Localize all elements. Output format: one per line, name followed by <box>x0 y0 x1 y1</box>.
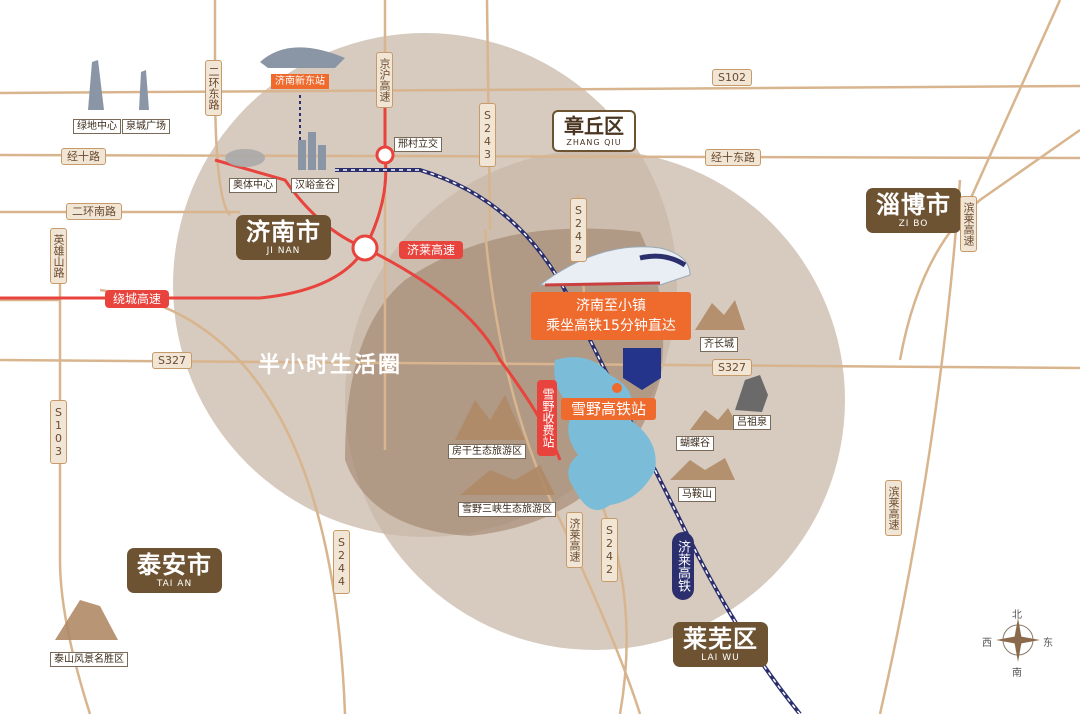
poi-taishan: 泰山风景名胜区 <box>50 652 128 667</box>
town-logo <box>623 348 661 390</box>
poi-hudiegu: 蝴蝶谷 <box>676 436 714 451</box>
expressway-tag-jilai: 济莱高速 <box>399 241 464 259</box>
city-label-zibo: 淄博市 ZI BO <box>866 188 961 233</box>
road-tag-s242-top: S242 <box>570 198 587 262</box>
poi-qichangcheng: 齐长城 <box>700 337 738 352</box>
road-tag-s102: S102 <box>712 69 752 86</box>
road-tag-yinggui: 英雄山路 <box>50 228 67 284</box>
expressway-tag-xueye-toll: 雪野收费站 <box>537 380 557 456</box>
district-name-cn: 章丘区 <box>564 114 624 138</box>
callout-line1: 济南至小镇 <box>576 298 646 314</box>
district-label-laiwu: 莱芜区 LAI WU <box>673 622 768 667</box>
xueye-lake <box>554 357 656 510</box>
poi-quancheng: 泉城广场 <box>122 119 170 134</box>
train-icon <box>538 246 691 287</box>
poi-lvzuquan: 吕祖泉 <box>733 415 771 430</box>
poi-fangan: 房干生态旅游区 <box>448 444 526 459</box>
city-name-en: ZI BO <box>898 219 929 229</box>
road-tag-binlai-right: 滨莱高速 <box>960 196 977 252</box>
compass-east: 东 <box>1043 638 1053 649</box>
poi-hanyu: 汉峪金谷 <box>291 178 339 193</box>
city-name-cn: 济南市 <box>246 218 321 246</box>
poi-xingcun: 邢村立交 <box>394 137 442 152</box>
xueye-station-marker <box>612 383 622 393</box>
district-label-zhangqiu: 章丘区 ZHANG QIU <box>552 110 636 152</box>
expressway-tag-raocheng: 绕城高速 <box>105 290 170 308</box>
life-circle-label: 半小时生活圈 <box>258 353 403 378</box>
rock-icon <box>735 375 768 412</box>
district-name-en: LAI WU <box>701 653 740 663</box>
road-tag-jilai-bottom: 济莱高速 <box>566 512 583 568</box>
poi-olympic: 奥体中心 <box>229 178 277 193</box>
city-name-cn: 泰安市 <box>137 551 212 579</box>
compass-west: 西 <box>982 638 992 649</box>
interchange-main <box>351 234 379 262</box>
road-tag-s103: S103 <box>50 400 67 464</box>
east-station-icon <box>260 47 345 68</box>
district-name-cn: 莱芜区 <box>683 625 758 653</box>
poi-xueye-gorge: 雪野三峡生态旅游区 <box>458 502 556 517</box>
road-tag-s244: S244 <box>333 530 350 594</box>
city-name-cn: 淄博市 <box>876 191 951 219</box>
district-name-en: ZHANG QIU <box>566 138 622 147</box>
mountain-icons <box>55 300 745 640</box>
hsr-callout: 济南至小镇 乘坐高铁15分钟直达 <box>531 292 691 340</box>
stadium-icon <box>225 149 265 167</box>
interchange-xingcun <box>375 145 395 165</box>
poi-jinan-east-station: 济南新东站 <box>271 74 329 89</box>
city-label-jinan: 济南市 JI NAN <box>236 215 331 260</box>
road-tag-jingshi-east: 经十东路 <box>705 149 761 166</box>
city-name-en: TAI AN <box>156 579 193 589</box>
compass-south: 南 <box>1012 668 1022 679</box>
compass-rose <box>996 618 1040 662</box>
poi-greenland: 绿地中心 <box>73 119 121 134</box>
callout-line2: 乘坐高铁15分钟直达 <box>546 318 676 334</box>
road-tag-s327-left: S327 <box>152 352 192 369</box>
xueye-station-label: 雪野高铁站 <box>561 398 657 420</box>
skyscraper-icons <box>88 60 326 170</box>
city-label-taian: 泰安市 TAI AN <box>127 548 222 593</box>
road-tag-s243: S243 <box>479 103 496 167</box>
road-tag-jingshi: 经十路 <box>61 148 106 165</box>
road-tag-binlai-bottom: 滨莱高速 <box>885 480 902 536</box>
road-tag-s327-right: S327 <box>712 359 752 376</box>
road-tag-s242-bottom: S242 <box>601 518 618 582</box>
road-tag-erhuan-east: 二环东路 <box>205 60 222 116</box>
compass-north: 北 <box>1012 610 1022 621</box>
poi-maanshan: 马鞍山 <box>678 487 716 502</box>
city-name-en: JI NAN <box>266 246 301 256</box>
road-tag-erhuan-south: 二环南路 <box>66 203 122 220</box>
hsr-line-tag: 济莱高铁 <box>672 532 694 600</box>
road-tag-jinghu: 京沪高速 <box>376 52 393 108</box>
